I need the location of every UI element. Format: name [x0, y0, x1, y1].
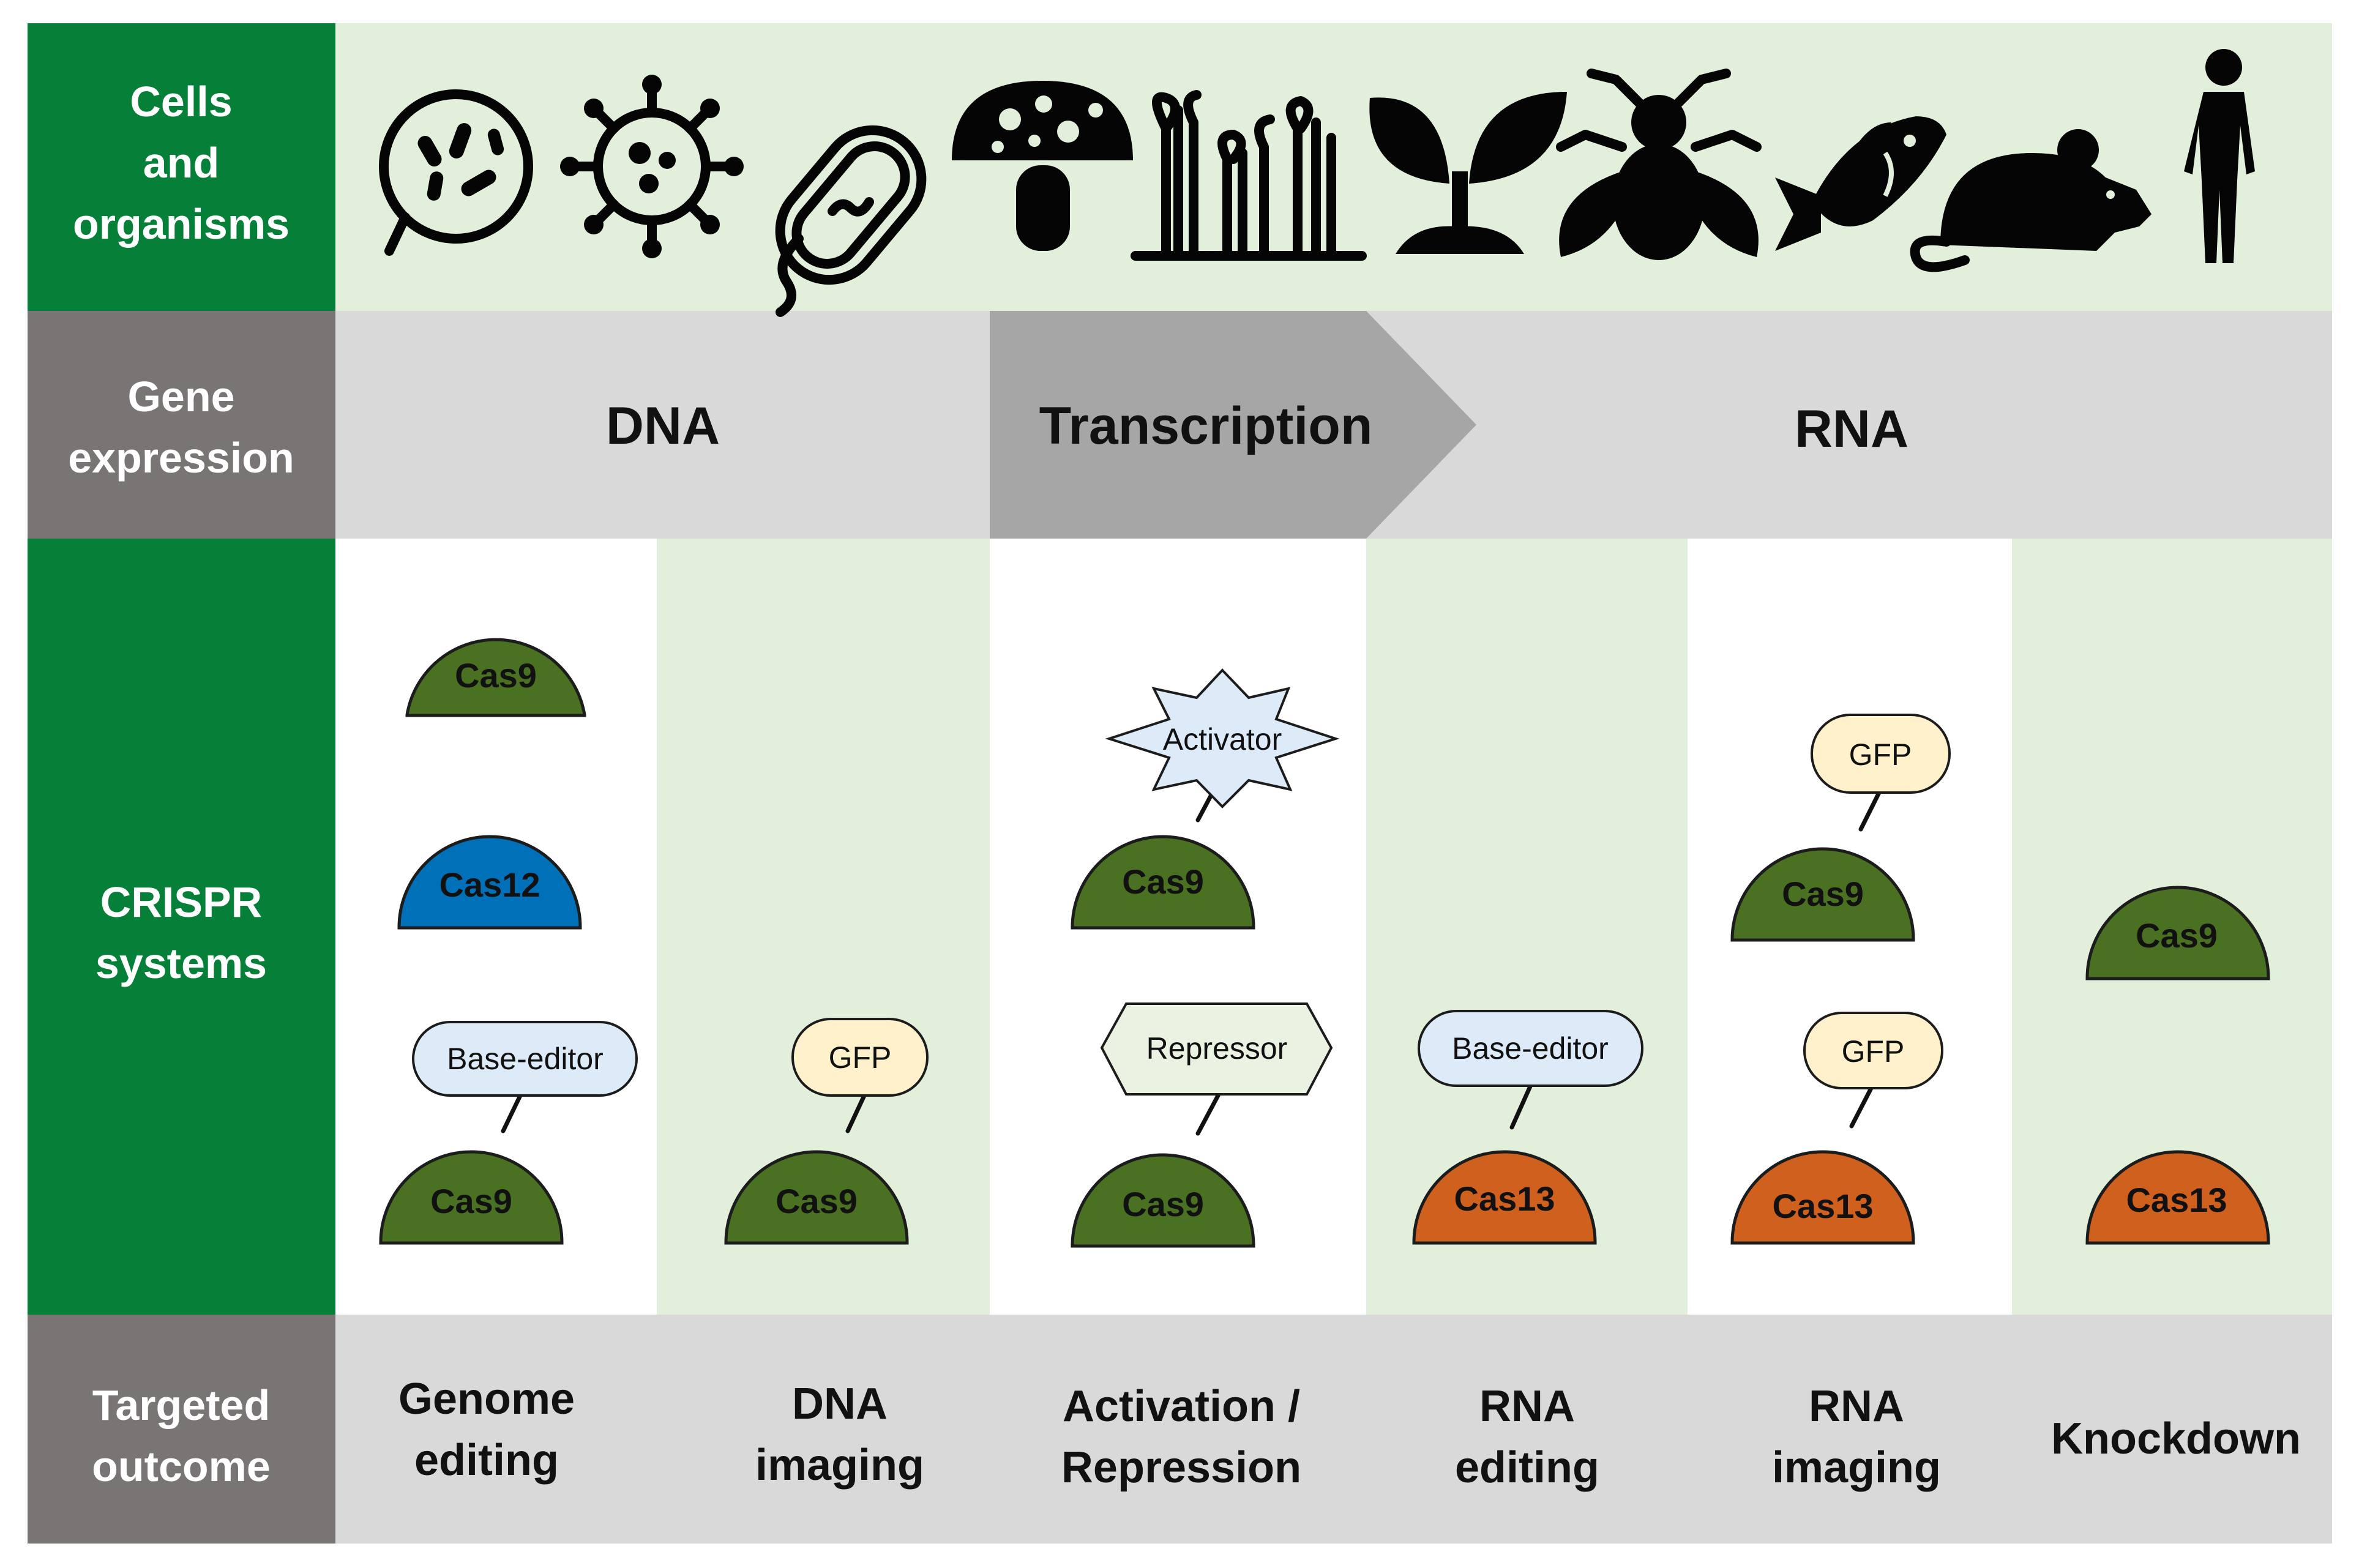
microscope-bacteria-icon — [379, 89, 533, 256]
expression-header-cell — [28, 311, 335, 539]
protein-cas9 — [379, 1150, 564, 1245]
protein-cas13 — [1730, 1150, 1915, 1245]
effector-gfp — [1811, 714, 1951, 794]
outcome-activation-repression: Activation /Repression — [1061, 1382, 1301, 1492]
protein-label: Cas12 — [439, 865, 540, 904]
linker — [1858, 790, 1882, 832]
crispr-header-cell — [28, 539, 335, 1315]
protein-cas9 — [1071, 835, 1255, 930]
linker — [501, 1093, 523, 1133]
protein-cas9 — [1730, 847, 1915, 942]
mouse-icon — [1910, 129, 2152, 272]
protein-cas9 — [724, 1150, 909, 1245]
stage-dna: DNA — [606, 397, 720, 455]
fly-icon — [1556, 69, 1762, 260]
construct-genome-cas9: Cas9 — [405, 638, 586, 717]
effector-label: GFP — [1842, 1034, 1905, 1069]
algae-icon — [1131, 90, 1367, 261]
outcome-band — [335, 1315, 2332, 1544]
construct-knockdown-cas13: Cas13 — [2085, 1150, 2270, 1245]
effector-label: GFP — [1849, 737, 1912, 772]
protein-label: Cas9 — [2136, 916, 2218, 955]
protein-cas9 — [2085, 886, 2270, 980]
transcription-arrow — [990, 311, 1476, 539]
protein-label: Cas13 — [2126, 1181, 2227, 1219]
linker — [845, 1093, 867, 1133]
outcome-header-cell — [28, 1315, 335, 1544]
row-expression — [28, 311, 2332, 539]
effector-label: Base-editor — [1452, 1031, 1609, 1066]
protein-label: Cas9 — [776, 1182, 858, 1220]
construct-rna-imaging-cas9: GFP Cas9 — [1730, 714, 1951, 942]
construct-rna-editing: Base-editor Cas13 — [1412, 1010, 1643, 1245]
stage-rna: RNA — [1795, 400, 1909, 458]
protein-label: Cas9 — [1782, 875, 1864, 913]
protein-cas12 — [397, 835, 582, 930]
outcome-knockdown: Knockdown — [2051, 1414, 2301, 1463]
protein-cas9 — [1071, 1153, 1255, 1248]
mushroom-icon — [952, 81, 1133, 251]
protein-label: Cas9 — [1122, 1185, 1204, 1223]
effector-repressor — [1100, 1002, 1333, 1096]
effector-label: Base-editor — [447, 1042, 604, 1076]
row-outcome — [28, 1315, 2332, 1544]
seedling-icon — [1369, 92, 1567, 254]
construct-knockdown-cas9: Cas9 — [2085, 886, 2270, 980]
protein-cas13 — [1412, 1150, 1597, 1245]
effector-label: Activator — [1163, 722, 1282, 756]
effector-gfp — [791, 1018, 929, 1097]
construct-genome-base-editor: Base-editor Cas9 — [379, 1021, 638, 1245]
construct-repressor: Repressor Cas9 — [1071, 1002, 1333, 1248]
bacterium-icon — [775, 125, 927, 317]
protein-label: Cas13 — [1454, 1179, 1555, 1218]
virus-icon — [560, 75, 744, 258]
human-icon — [2184, 49, 2255, 263]
linker — [1849, 1086, 1874, 1129]
effector-gfp — [1803, 1012, 1943, 1089]
stage-transcription: Transcription — [1039, 397, 1373, 455]
protein-cas9 — [405, 638, 586, 717]
construct-activator: Activator Cas9 — [1071, 668, 1340, 930]
construct-rna-imaging-cas13: GFP Cas13 — [1730, 1012, 1943, 1245]
fish-icon — [1775, 116, 1946, 251]
effector-label: GFP — [829, 1040, 892, 1075]
protein-label: Cas9 — [1122, 862, 1204, 901]
effector-base-editor — [1418, 1010, 1643, 1087]
linker — [1509, 1084, 1533, 1130]
linker — [1195, 1093, 1221, 1136]
protein-label: Cas13 — [1772, 1187, 1873, 1225]
protein-label: Cas9 — [430, 1182, 512, 1220]
effector-base-editor — [412, 1021, 638, 1097]
protein-cas13 — [2085, 1150, 2270, 1245]
organisms-header-cell — [28, 23, 335, 311]
construct-dna-imaging: GFP Cas9 — [724, 1018, 929, 1245]
effector-label: Repressor — [1146, 1031, 1288, 1066]
construct-genome-cas12: Cas12 — [397, 835, 582, 930]
protein-label: Cas9 — [455, 656, 537, 695]
effector-activator — [1105, 668, 1340, 808]
